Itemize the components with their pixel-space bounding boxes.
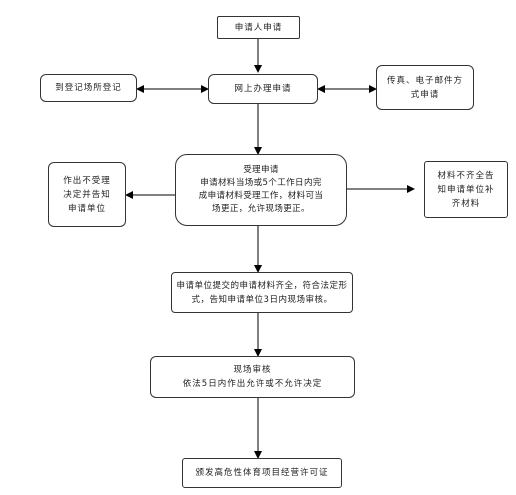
node-online-label: 网上办理申请 [234,84,292,94]
node-reject-line-2: 决定并告知 [63,189,111,200]
node-accept: 受理申请 申请材料当场或5个工作日内完 成申请材料受理工作，材料可当 场更正，允… [175,154,347,226]
node-apply-label: 申请人申请 [234,22,283,33]
node-online: 网上办理申请 [208,74,318,104]
node-complete-line-1: 申请单位提交的申请材料齐全，符合法定形 [176,280,348,291]
node-register-label: 到登记场所登记 [55,83,122,93]
node-incomplete-line-3: 齐材料 [451,198,481,209]
node-fax-line-1: 传真、电子邮件方 [386,75,463,86]
node-review-line-1: 依法5日内作出允许或不允许决定 [182,379,323,389]
node-issue: 颁发高危性体育项目经营许可证 [182,458,342,488]
node-apply: 申请人申请 [217,16,300,39]
node-incomplete-line-1: 材料不齐全告 [437,170,495,181]
node-accept-line-2: 成申请材料受理工作，材料可当 [198,191,324,201]
node-accept-title: 受理申请 [243,165,279,175]
node-incomplete-line-2: 知申请单位补 [437,184,495,195]
node-review-title: 现场审核 [233,365,272,375]
node-reject-line-3: 申请单位 [67,203,106,214]
node-reject: 作出不受理 决定并告知 申请单位 [48,162,126,227]
node-accept-line-3: 场更正，允许现场更正。 [212,204,310,214]
node-reject-line-1: 作出不受理 [63,175,111,186]
node-register: 到登记场所登记 [40,74,137,102]
node-fax-line-2: 式申请 [410,89,440,100]
node-issue-label: 颁发高危性体育项目经营许可证 [195,468,329,478]
node-accept-line-1: 申请材料当场或5个工作日内完 [200,178,322,188]
node-review: 现场审核 依法5日内作出允许或不允许决定 [150,356,355,398]
node-complete: 申请单位提交的申请材料齐全，符合法定形 式，告知申请单位3日内现场审核。 [171,272,353,313]
node-complete-line-2: 式，告知申请单位3日内现场审核。 [191,294,333,305]
node-incomplete: 材料不齐全告 知申请单位补 齐材料 [424,161,508,218]
node-fax: 传真、电子邮件方 式申请 [376,65,474,110]
